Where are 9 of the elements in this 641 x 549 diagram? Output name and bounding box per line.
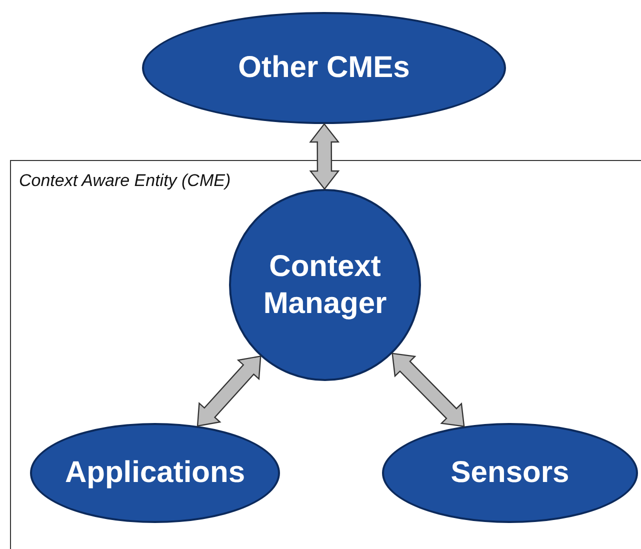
double-arrow xyxy=(196,355,262,427)
double-arrow xyxy=(392,352,465,428)
container-title: Context Aware Entity (CME) xyxy=(19,171,231,191)
node-label: Applications xyxy=(64,455,245,492)
double-arrow xyxy=(309,123,340,190)
node-label: Context Manager xyxy=(262,248,388,322)
node-label: Other CMEs xyxy=(238,50,410,86)
node-label: Sensors xyxy=(450,455,570,492)
container-box xyxy=(10,160,641,549)
